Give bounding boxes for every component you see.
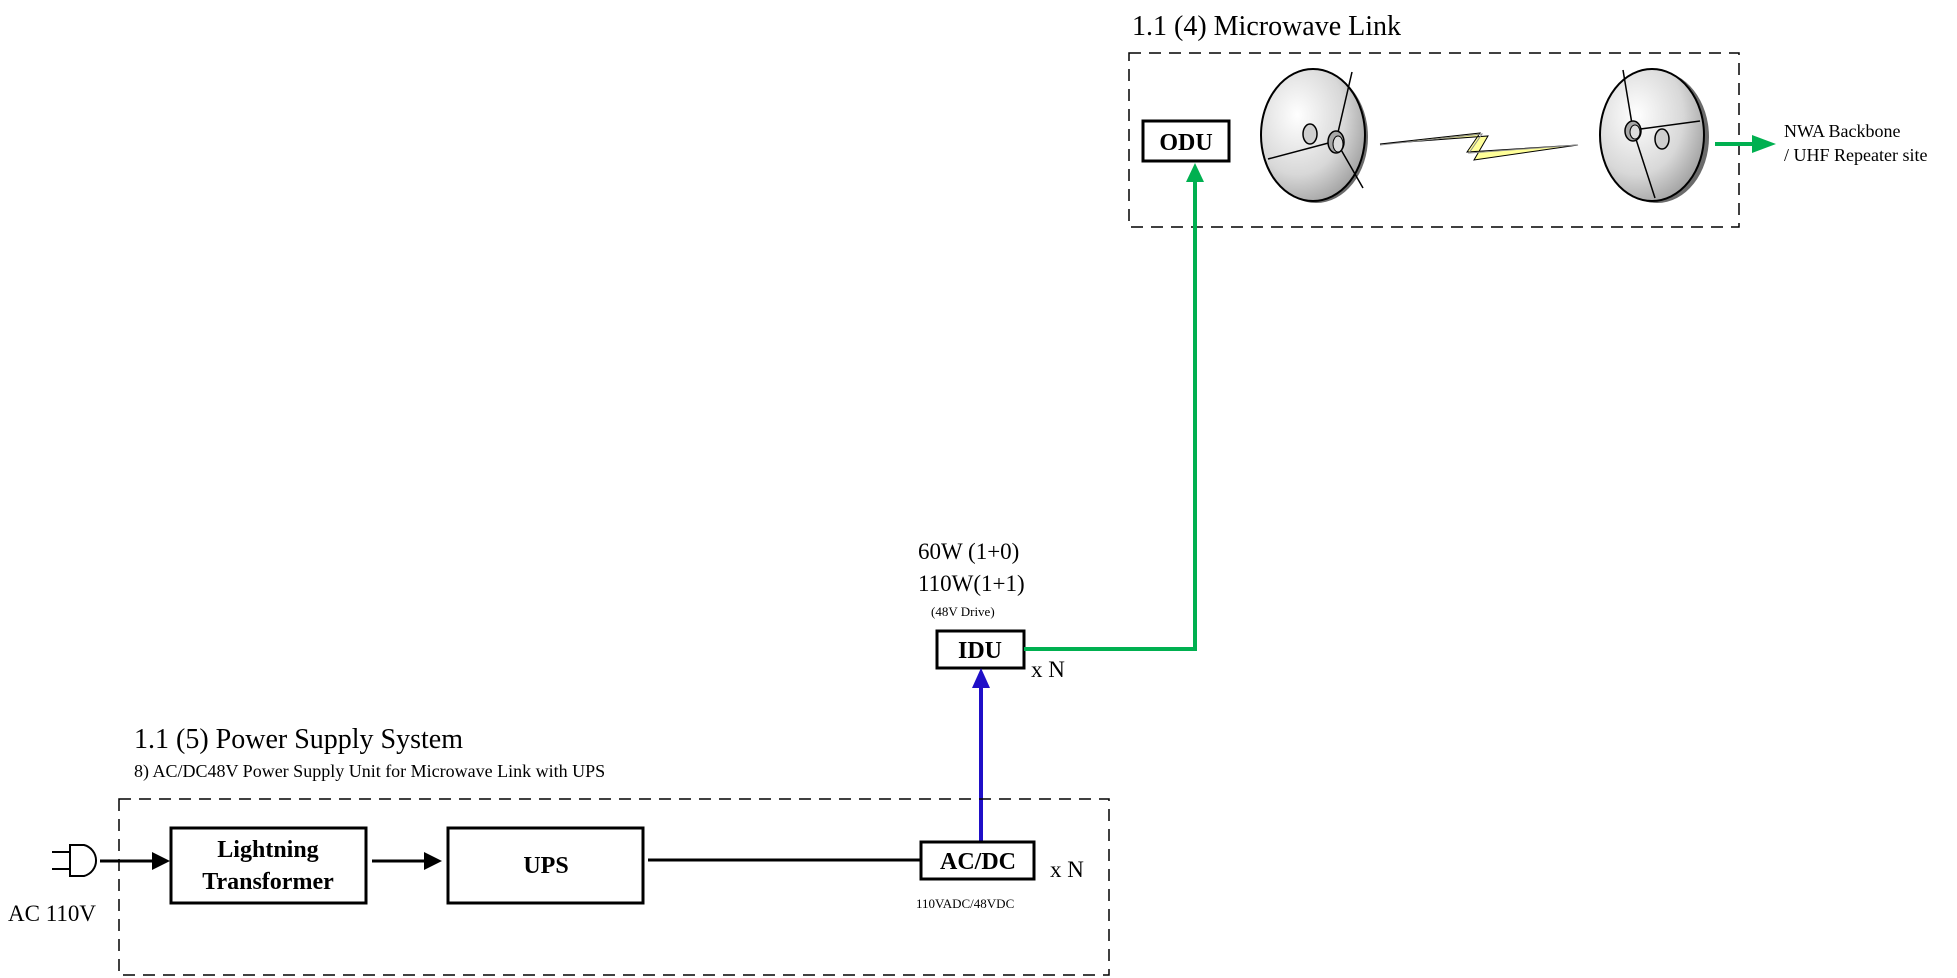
- idu-drive-note: (48V Drive): [931, 604, 995, 619]
- acdc-label: AC/DC: [940, 849, 1016, 875]
- idu-label: IDU: [958, 638, 1002, 664]
- idu-power-1: 60W (1+0): [918, 539, 1019, 564]
- microwave-link-title: 1.1 (4) Microwave Link: [1132, 11, 1401, 42]
- ups-label: UPS: [523, 853, 568, 879]
- idu-odu-link: [1024, 163, 1204, 651]
- power-supply-boundary: [118, 798, 1110, 976]
- transformer-ups-link: [372, 852, 442, 870]
- odu-label: ODU: [1159, 130, 1212, 156]
- lightning-bolt-icon: [1379, 132, 1579, 161]
- lightning-transformer-label-1: Lightning: [217, 837, 318, 863]
- acdc-idu-link: [972, 668, 990, 842]
- odu-box[interactable]: [1141, 119, 1231, 163]
- power-supply-subtitle: 8) AC/DC48V Power Supply Unit for Microw…: [134, 761, 605, 782]
- idu-box[interactable]: [935, 629, 1026, 670]
- destination-line-1: NWA Backbone: [1784, 121, 1900, 141]
- power-supply-title: 1.1 (5) Power Supply System: [134, 724, 463, 755]
- acdc-box[interactable]: [919, 840, 1036, 881]
- ac-input-label: AC 110V: [8, 901, 96, 926]
- idu-power-2: 110W(1+1): [918, 571, 1025, 596]
- microwave-dish-icon: [1260, 68, 1368, 203]
- ups-box[interactable]: [446, 826, 645, 905]
- backbone-connector: [1715, 135, 1776, 153]
- microwave-dish-icon-remote: [1599, 68, 1709, 203]
- acdc-multiplier: x N: [1050, 857, 1084, 882]
- power-plug-icon: [52, 844, 97, 877]
- lightning-transformer-box[interactable]: [169, 826, 368, 905]
- microwave-link-boundary: [1128, 52, 1740, 228]
- destination-line-2: / UHF Repeater site: [1784, 145, 1927, 165]
- idu-multiplier: x N: [1031, 657, 1065, 682]
- lightning-transformer-label-2: Transformer: [202, 869, 334, 895]
- plug-transformer-link: [100, 852, 170, 870]
- acdc-note: 110VADC/48VDC: [916, 896, 1014, 911]
